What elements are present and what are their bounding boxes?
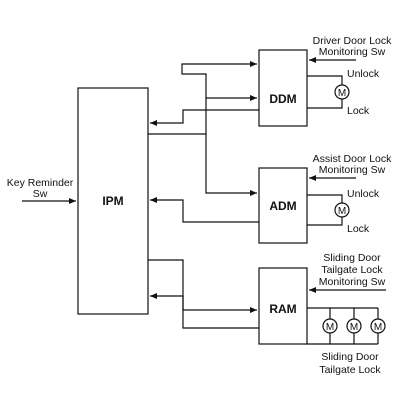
ram-lock-label-1: Sliding Door bbox=[321, 351, 379, 363]
ddm-motor-m: M bbox=[338, 88, 346, 99]
ipm-to-adm-arrow bbox=[205, 134, 257, 196]
ddm-motor-wire-top bbox=[307, 75, 343, 85]
ram-lock-label-2: Tailgate Lock bbox=[319, 364, 381, 376]
assist-sw-label-2: Monitoring Sw bbox=[319, 164, 386, 176]
ipm-to-ddm-arrow bbox=[148, 95, 257, 135]
sliding-sw-label-1: Sliding Door bbox=[323, 252, 381, 264]
ddm-lock-label: Lock bbox=[347, 105, 370, 117]
ipm-to-ram-arrow bbox=[148, 259, 257, 313]
driver-sw-label-1: Driver Door Lock bbox=[313, 35, 393, 47]
ram-motor-2-icon bbox=[346, 318, 362, 334]
driver-sw-label-2: Monitoring Sw bbox=[319, 46, 386, 58]
sliding-sw-label-2: Tailgate Lock bbox=[321, 264, 383, 276]
adm-motor-icon bbox=[334, 202, 350, 218]
ram-block bbox=[258, 267, 308, 345]
ram-to-ipm-arrow bbox=[150, 293, 259, 329]
ipm-to-ddm-bus bbox=[181, 61, 257, 98]
ddm-motor-icon bbox=[334, 84, 350, 100]
ram-motor-3-m: M bbox=[374, 322, 382, 333]
adm-label: ADM bbox=[269, 199, 296, 213]
ipm-label: IPM bbox=[102, 194, 123, 208]
ram-label: RAM bbox=[269, 302, 296, 316]
sliding-sw-label-3: Monitoring Sw bbox=[319, 276, 386, 288]
key-reminder-label-2: Sw bbox=[33, 188, 48, 200]
adm-lock-label: Lock bbox=[347, 223, 370, 235]
adm-motor-wire-top bbox=[307, 194, 343, 203]
key-reminder-label-1: Key Reminder bbox=[7, 177, 74, 189]
adm-block bbox=[258, 167, 308, 244]
ram-motor-2-m: M bbox=[350, 322, 358, 333]
ddm-motor-wire-bottom bbox=[307, 99, 343, 109]
ddm-unlock-label: Unlock bbox=[347, 68, 380, 80]
adm-unlock-label: Unlock bbox=[347, 188, 380, 200]
ram-motor-3-icon bbox=[370, 318, 386, 334]
ipm-block bbox=[77, 87, 149, 315]
adm-to-ipm-arrow bbox=[150, 197, 259, 223]
ram-motor-1-m: M bbox=[326, 322, 334, 333]
adm-motor-wire-bottom bbox=[307, 217, 343, 226]
ram-motor-1-icon bbox=[322, 318, 338, 334]
adm-motor-m: M bbox=[338, 206, 346, 217]
ddm-block bbox=[258, 49, 308, 127]
ddm-to-ipm-arrow bbox=[150, 109, 259, 126]
assist-sw-label-1: Assist Door Lock bbox=[313, 153, 393, 165]
ddm-label: DDM bbox=[269, 92, 296, 106]
